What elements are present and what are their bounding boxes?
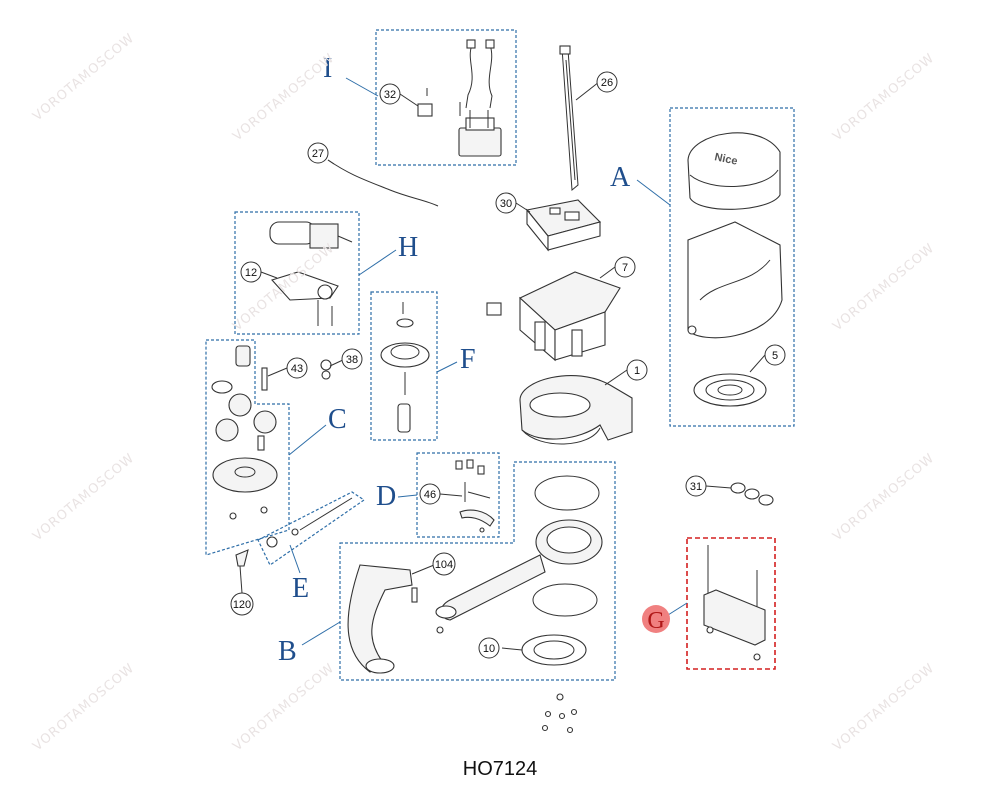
svg-text:120: 120 bbox=[233, 599, 251, 611]
callout-30: 30 bbox=[495, 192, 517, 214]
callout-27: 27 bbox=[307, 142, 329, 164]
group-A-box bbox=[669, 107, 795, 427]
group-B-parts bbox=[347, 475, 603, 674]
svg-text:7: 7 bbox=[622, 262, 628, 274]
svg-text:27: 27 bbox=[312, 148, 324, 160]
group-letter-E: E bbox=[292, 573, 309, 604]
group-letters: I A H F C D E B bbox=[278, 53, 631, 667]
group-E-box bbox=[257, 491, 366, 566]
part-120-clip bbox=[235, 549, 249, 567]
highlight-marker-G: G bbox=[642, 605, 670, 634]
svg-text:30: 30 bbox=[500, 198, 512, 210]
callout-32: 32 bbox=[379, 83, 401, 105]
group-G-parts bbox=[703, 545, 766, 661]
group-D-parts bbox=[455, 459, 495, 533]
group-letter-I: I bbox=[323, 53, 332, 84]
svg-text:38: 38 bbox=[346, 354, 358, 366]
svg-text:1: 1 bbox=[634, 365, 640, 377]
group-letter-F: F bbox=[460, 344, 476, 375]
model-number: HO7124 bbox=[462, 758, 538, 780]
callout-104: 104 bbox=[432, 552, 456, 576]
callout-26: 26 bbox=[596, 71, 618, 93]
group-letter-C: C bbox=[328, 404, 347, 435]
callout-38: 38 bbox=[341, 348, 363, 370]
group-letter-G: G bbox=[647, 608, 664, 634]
callout-7: 7 bbox=[614, 256, 636, 278]
callout-43: 43 bbox=[286, 357, 308, 379]
svg-text:26: 26 bbox=[601, 77, 613, 89]
callout-5: 5 bbox=[764, 344, 786, 366]
callout-31: 31 bbox=[685, 475, 707, 497]
svg-text:46: 46 bbox=[424, 489, 436, 501]
loose-screws bbox=[541, 693, 578, 734]
group-A-parts: Nice bbox=[687, 132, 783, 407]
group-E-parts bbox=[266, 497, 353, 548]
group-B-box bbox=[339, 461, 616, 681]
group-letter-B: B bbox=[278, 636, 297, 667]
svg-text:43: 43 bbox=[291, 363, 303, 375]
group-H-parts bbox=[269, 221, 353, 326]
svg-text:12: 12 bbox=[245, 267, 257, 279]
group-letter-H: H bbox=[398, 232, 418, 263]
part-1-base bbox=[519, 375, 633, 445]
svg-text:5: 5 bbox=[772, 350, 778, 362]
callout-12: 12 bbox=[240, 261, 262, 283]
callouts: 32 26 27 30 7 1 5 12 43 38 46 104 120 10… bbox=[230, 71, 786, 659]
callout-10: 10 bbox=[478, 637, 500, 659]
part-7-chassis bbox=[486, 271, 621, 362]
svg-text:31: 31 bbox=[690, 481, 702, 493]
callout-1: 1 bbox=[626, 359, 648, 381]
svg-text:32: 32 bbox=[384, 89, 396, 101]
part-30-board bbox=[525, 199, 602, 252]
group-letter-A: A bbox=[610, 162, 631, 193]
group-F-parts bbox=[320, 302, 430, 433]
group-C-box bbox=[205, 339, 290, 556]
group-I-parts bbox=[417, 39, 502, 157]
group-I-box bbox=[375, 29, 517, 166]
callout-120: 120 bbox=[230, 592, 254, 616]
svg-text:104: 104 bbox=[435, 559, 453, 571]
cover-logo: Nice bbox=[713, 151, 738, 168]
group-H-box bbox=[234, 211, 360, 335]
part-31-rings bbox=[730, 482, 774, 506]
svg-text:10: 10 bbox=[483, 643, 495, 655]
group-C-parts bbox=[211, 345, 278, 520]
callout-46: 46 bbox=[419, 483, 441, 505]
group-letter-D: D bbox=[376, 481, 396, 512]
